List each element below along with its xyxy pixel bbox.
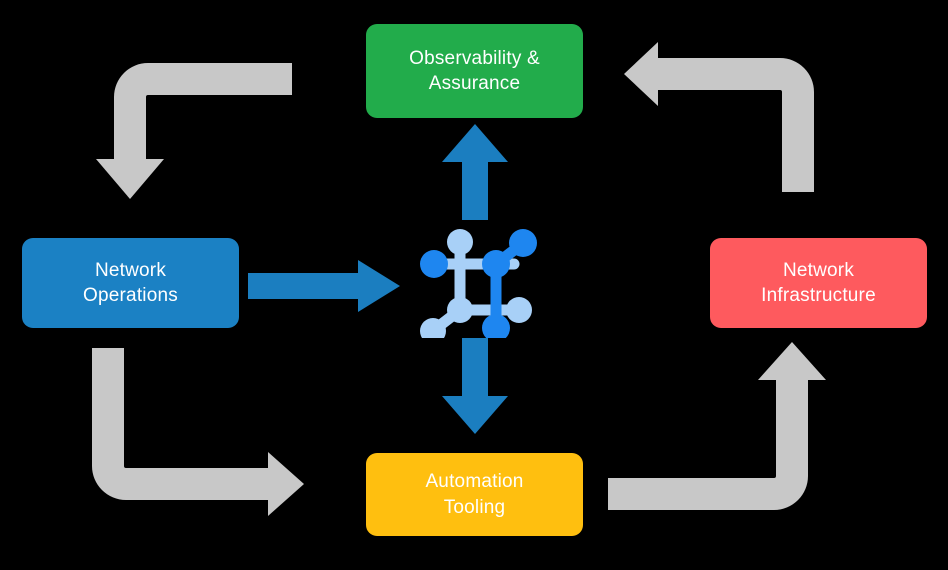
- node-box-observability-assurance[interactable]: Observability & Assurance: [366, 24, 583, 118]
- arrow-center-to-automation-tooling: [442, 338, 508, 434]
- network-topology-icon: [420, 229, 537, 338]
- elbow-arrow-network-operations-to-automation-tooling: [92, 348, 304, 516]
- node-label-line2: Infrastructure: [761, 285, 876, 306]
- node-box-network-operations[interactable]: Network Operations: [22, 238, 239, 328]
- node-box-automation-tooling[interactable]: Automation Tooling: [366, 453, 583, 536]
- node-box-network-infrastructure[interactable]: Network Infrastructure: [710, 238, 927, 328]
- elbow-arrow-network-infrastructure-to-observability: [624, 42, 814, 192]
- node-label-line1: Network: [94, 259, 167, 281]
- elbow-arrow-automation-tooling-to-network-infrastructure: [608, 342, 826, 510]
- node-label-line2: Assurance: [428, 73, 521, 94]
- node-label-line2: Operations: [83, 285, 178, 306]
- node-label-line1: Observability &: [409, 47, 540, 69]
- elbow-arrow-observability-to-network-operations: [96, 63, 292, 199]
- arrow-center-to-observability: [442, 124, 508, 220]
- node-label-line1: Network: [782, 259, 855, 281]
- node-label-line1: Automation: [425, 471, 524, 493]
- arrow-network-operations-to-center: [248, 260, 400, 312]
- node-label-line2: Tooling: [443, 496, 506, 518]
